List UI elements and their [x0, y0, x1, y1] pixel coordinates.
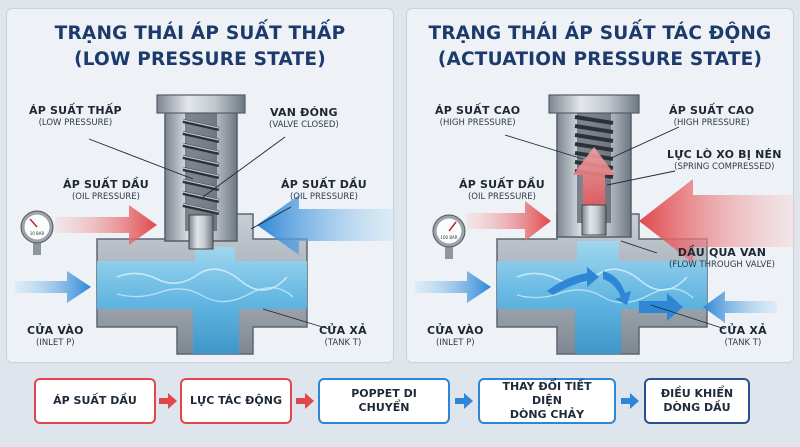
- gauge-readout: 10 BAR: [30, 231, 45, 236]
- spring: [182, 119, 220, 215]
- flow-arrow-down: [603, 271, 631, 305]
- low-pressure-valve-illustration: 10 BAR: [15, 94, 395, 355]
- label-oil-pressure-left: ÁP SUẤT DẦU (OIL PRESSURE): [63, 178, 149, 203]
- oil-pressure-arrow-right: [257, 195, 395, 255]
- fluid-channel: [497, 241, 707, 354]
- flow-step-poppet-move: POPPET DI CHUYỂN: [318, 378, 450, 424]
- label-valve-closed: VAN ĐÓNG (VALVE CLOSED): [269, 106, 339, 131]
- flow-arrow-4-icon: [621, 393, 639, 409]
- inlet-arrow: [15, 271, 91, 303]
- label-high-pressure-right: ÁP SUẤT CAO (HIGH PRESSURE): [669, 104, 755, 129]
- actuation-pressure-panel: TRẠNG THÁI ÁP SUẤT TÁC ĐỘNG (ACTUATION P…: [406, 8, 795, 363]
- label-oil-pressure: ÁP SUẤT DẦU (OIL PRESSURE): [459, 178, 545, 203]
- gauge-readout: 100 BAR: [440, 235, 457, 240]
- right-title-line2: (ACTUATION PRESSURE STATE): [437, 49, 763, 70]
- label-high-pressure-left: ÁP SUẤT CAO (HIGH PRESSURE): [435, 104, 521, 129]
- label-spring-compressed: LỰC LÒ XO BỊ NÉN (SPRING COMPRESSED): [667, 148, 782, 173]
- label-outlet: CỬA XẢ (TANK T): [719, 324, 767, 349]
- pressure-gauge: 10 BAR: [20, 210, 54, 255]
- flow-arrow-3-icon: [455, 393, 473, 409]
- flow-arrow-up: [547, 267, 599, 295]
- fluid-channel: [97, 247, 307, 354]
- poppet: [188, 214, 214, 250]
- label-oil-pressure-right: ÁP SUẤT DẦU (OIL PRESSURE): [281, 178, 367, 203]
- poppet: [581, 204, 607, 236]
- spring-force-arrow: [573, 147, 615, 221]
- high-pressure-arrow-right: [639, 179, 795, 263]
- flow-step-actuation-force: LỰC TÁC ĐỘNG: [180, 378, 292, 424]
- actuation-valve-illustration: 100 BAR: [415, 94, 795, 355]
- right-title-line1: TRẠNG THÁI ÁP SUẤT TÁC ĐỘNG: [428, 23, 772, 44]
- flow-arrow-1-icon: [159, 393, 177, 409]
- pressure-gauge: 100 BAR: [432, 214, 466, 259]
- low-pressure-panel: TRẠNG THÁI ÁP SUẤT THẤP (LOW PRESSURE ST…: [6, 8, 395, 363]
- left-title-line2: (LOW PRESSURE STATE): [74, 49, 326, 70]
- oil-pressure-arrow-left: [467, 201, 551, 241]
- oil-pressure-arrow-left: [55, 205, 157, 245]
- outlet-arrow: [703, 291, 777, 323]
- left-title-line1: TRẠNG THÁI ÁP SUẤT THẤP: [54, 23, 346, 44]
- label-outlet: CỬA XẢ (TANK T): [319, 324, 367, 349]
- label-inlet: CỬA VÀO (INLET P): [27, 324, 84, 349]
- label-inlet: CỬA VÀO (INLET P): [427, 324, 484, 349]
- label-low-pressure: ÁP SUẤT THẤP (LOW PRESSURE): [29, 104, 122, 129]
- inlet-arrow: [415, 271, 491, 303]
- label-flow-through: DẦU QUA VAN (FLOW THROUGH VALVE): [669, 246, 775, 271]
- flow-arrow-2-icon: [296, 393, 314, 409]
- flow-arrow-out: [639, 293, 683, 321]
- flow-step-oil-pressure: ÁP SUẤT DẦU: [34, 378, 156, 424]
